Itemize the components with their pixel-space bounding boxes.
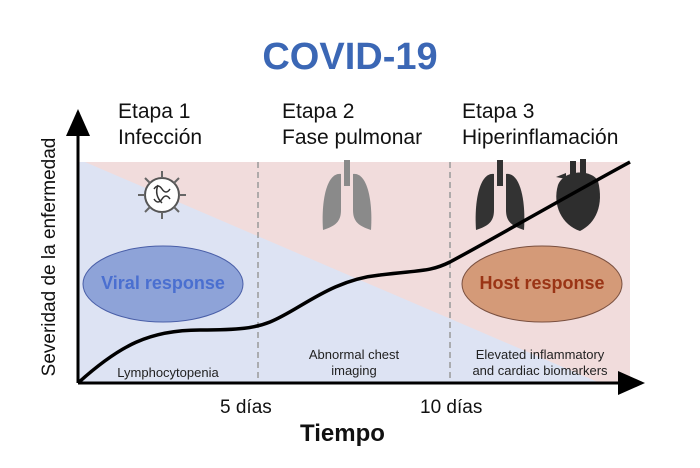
stage-1-name: Infección bbox=[118, 126, 203, 149]
host-response-ellipse bbox=[461, 245, 623, 323]
host-response-label: Host response bbox=[479, 273, 605, 293]
background-host-region bbox=[85, 162, 630, 383]
virus-icon bbox=[138, 171, 186, 219]
note-biomarkers-line2: and cardiac biomarkers bbox=[472, 363, 608, 378]
lungs-icon bbox=[322, 160, 372, 230]
x-tick-10-days: 10 días bbox=[420, 397, 483, 418]
heart-icon bbox=[556, 159, 600, 231]
viral-response-label: Viral response bbox=[101, 273, 225, 293]
note-chest-imaging-line2: imaging bbox=[331, 363, 377, 378]
stage-3-number: Etapa 3 bbox=[462, 100, 535, 123]
stage-2-label: Etapa 2 Fase pulmonar bbox=[282, 99, 422, 151]
stage-1-label: Etapa 1 Infección bbox=[118, 99, 202, 151]
severity-curve bbox=[76, 160, 631, 385]
lungs-icon bbox=[475, 160, 525, 230]
viral-response-ellipse bbox=[82, 245, 244, 323]
stage-3-label: Etapa 3 Hiperinflamación bbox=[462, 99, 618, 151]
y-axis-label: Severidad de la enfermedad bbox=[39, 137, 60, 377]
stage-3-name: Hiperinflamación bbox=[462, 126, 619, 149]
note-lymphocytopenia: Lymphocytopenia bbox=[117, 365, 219, 380]
note-biomarkers-line1: Elevated inflammatory bbox=[475, 347, 605, 362]
page-title: COVID-19 bbox=[262, 36, 438, 78]
note-biomarkers: Elevated inflammatory and cardiac biomar… bbox=[455, 347, 625, 379]
stage-2-number: Etapa 2 bbox=[282, 100, 355, 123]
stage-2-name: Fase pulmonar bbox=[282, 126, 423, 149]
x-tick-5-days: 5 días bbox=[220, 397, 272, 418]
stage-1-number: Etapa 1 bbox=[118, 100, 191, 123]
note-chest-imaging: Abnormal chest imaging bbox=[284, 347, 424, 379]
x-axis-label: Tiempo bbox=[300, 420, 385, 447]
note-chest-imaging-line1: Abnormal chest bbox=[308, 347, 400, 362]
